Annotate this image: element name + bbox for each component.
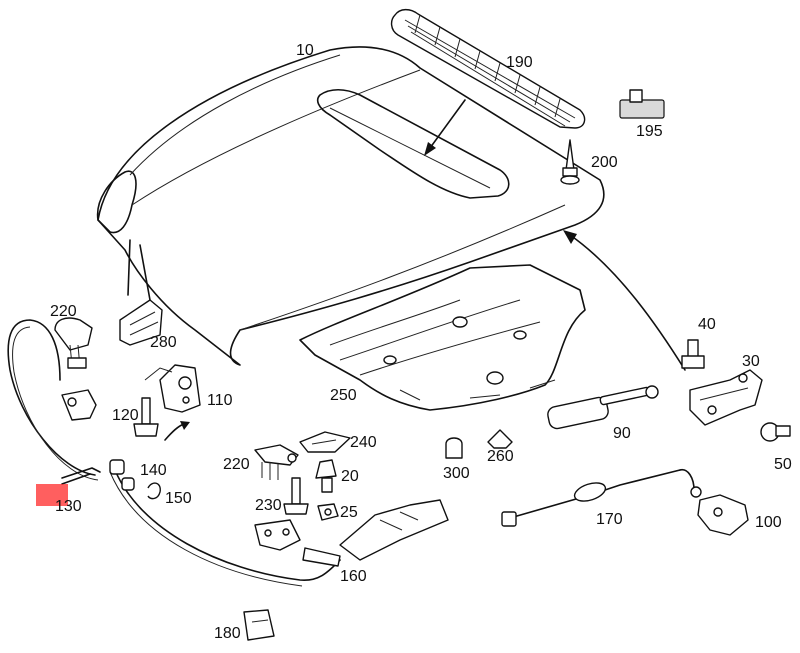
label-300: 300 <box>443 465 470 482</box>
label-170: 170 <box>596 511 623 528</box>
air-intake-grille <box>390 8 586 129</box>
label-50: 50 <box>774 456 792 473</box>
label-20: 20 <box>341 468 359 485</box>
label-30: 30 <box>742 353 760 370</box>
label-40: 40 <box>698 316 716 333</box>
label-240: 240 <box>350 434 377 451</box>
hood-lock-100 <box>697 494 749 536</box>
release-cable-170 <box>501 468 702 527</box>
label-280: 280 <box>150 334 177 351</box>
label-160: 160 <box>340 568 367 585</box>
label-195: 195 <box>636 123 663 140</box>
label-180: 180 <box>214 625 241 642</box>
assembly-arrow-grille <box>424 99 466 156</box>
hood-latch-upper-220 <box>54 317 93 369</box>
label-140: 140 <box>140 462 167 479</box>
release-cable <box>7 319 341 587</box>
gas-strut-90 <box>547 385 659 430</box>
clip-150 <box>147 482 161 500</box>
label-110: 110 <box>207 392 233 409</box>
sleeve-140 <box>109 459 135 491</box>
screw-200 <box>560 139 580 185</box>
clip-180 <box>243 609 275 641</box>
release-handle-160 <box>302 499 449 567</box>
highlight-marker <box>36 484 68 506</box>
label-120: 120 <box>112 407 139 424</box>
bolt-50 <box>760 422 791 442</box>
label-25: 25 <box>340 504 358 521</box>
hood-latch-220 <box>254 444 299 480</box>
lock-assembly-lower <box>254 519 301 551</box>
cap-300 <box>445 437 463 459</box>
bracket-280 <box>119 299 163 346</box>
striker-20 <box>315 459 337 493</box>
label-220: 220 <box>50 303 77 320</box>
lock-bracket-110 <box>144 364 201 413</box>
bolt-230 <box>283 477 309 515</box>
assembly-arrow-lock <box>164 421 190 441</box>
bolt-120 <box>133 397 159 437</box>
hinge-30 <box>689 369 763 426</box>
bolt-40 <box>681 339 705 369</box>
part-labels: 10 190 195 200 220 280 110 120 140 150 1… <box>50 42 792 642</box>
hood-insulation-frame <box>299 264 586 411</box>
clip-260 <box>487 429 513 449</box>
label-230: 230 <box>255 497 282 514</box>
label-220-b: 220 <box>223 456 250 473</box>
hood-panel <box>96 46 605 366</box>
pad-240 <box>299 431 351 453</box>
label-10: 10 <box>296 42 314 59</box>
clip-195 <box>619 89 665 119</box>
label-130: 130 <box>55 498 82 515</box>
hood-latch-lower <box>61 389 97 421</box>
label-200: 200 <box>591 154 618 171</box>
label-260: 260 <box>487 448 514 465</box>
nut-25 <box>317 503 339 521</box>
label-150: 150 <box>165 490 192 507</box>
label-90: 90 <box>613 425 631 442</box>
assembly-arrow-hinge <box>563 230 686 371</box>
label-250: 250 <box>330 387 357 404</box>
label-190: 190 <box>506 54 533 71</box>
label-100: 100 <box>755 514 782 531</box>
cable-end-130 <box>36 467 101 506</box>
